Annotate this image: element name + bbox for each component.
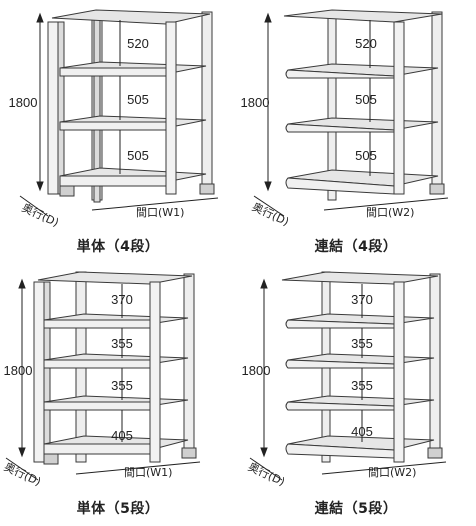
foot-right (429, 183, 445, 195)
width-label: 間口(W2) (368, 466, 416, 479)
foot-left (59, 185, 75, 197)
upright-front-right (165, 21, 177, 195)
gap-label-1: 370 (351, 292, 373, 307)
height-label: 1800 (241, 95, 270, 110)
width-label: 間口(W1) (124, 466, 172, 479)
upright-front-right (393, 21, 405, 195)
shelf-top (283, 9, 443, 23)
gap-label-2: 355 (351, 336, 373, 351)
panel-linked-5: 1800 370 355 355 405 奥行(D) 間口(W (238, 262, 476, 526)
gap-label-3: 355 (351, 378, 373, 393)
shelf-diagram-linked-4: 1800 520 505 505 奥行(D) 間口(W2) (241, 9, 449, 229)
gap-label-1: 520 (355, 36, 377, 51)
gap-label-4: 405 (111, 428, 133, 443)
foot-right (427, 447, 443, 459)
gap-label-3: 505 (127, 148, 149, 163)
gap-label-1: 370 (111, 292, 133, 307)
caption-linked-5: 連結（5段） (314, 501, 398, 517)
gap-label-4: 405 (351, 424, 373, 439)
caption-linked-4: 連結（4段） (314, 239, 398, 255)
shelf-top (281, 271, 439, 285)
panel-single-5: 1800 370 355 355 405 奥行(D (0, 262, 238, 526)
caption-single-4: 単体（4段） (76, 239, 160, 255)
panel-single-4: 1800 520 505 505 (0, 0, 238, 260)
caption-single-5: 単体（5段） (76, 501, 160, 517)
upright-front-right (393, 281, 405, 463)
shelf-diagram-single-4: 1800 520 505 505 (9, 9, 219, 229)
depth-label: 奥行(D) (2, 459, 43, 488)
height-label: 1800 (4, 363, 33, 378)
shelf-diagram-linked-5: 1800 370 355 355 405 奥行(D) 間口(W (242, 271, 447, 489)
gap-label-3: 355 (111, 378, 133, 393)
upright-back-right (183, 273, 195, 455)
gap-label-2: 505 (355, 92, 377, 107)
upright-back-right (431, 11, 443, 193)
upright-back-right (429, 273, 441, 455)
upright-back-right (201, 11, 213, 193)
depth-label: 奥行(D) (250, 199, 291, 228)
height-dimension (260, 278, 268, 458)
gap-label-1: 520 (127, 36, 149, 51)
gap-label-2: 505 (127, 92, 149, 107)
upright-front-left (33, 281, 45, 463)
gap-label-3: 505 (355, 148, 377, 163)
width-label: 間口(W2) (366, 206, 414, 219)
gap-label-2: 355 (111, 336, 133, 351)
panel-linked-4: 1800 520 505 505 奥行(D) 間口(W2) 連結（4段） (238, 0, 476, 260)
height-label: 1800 (9, 95, 38, 110)
depth-label: 奥行(D) (20, 200, 61, 229)
foot-right (181, 447, 197, 459)
shelf-diagram-single-5: 1800 370 355 355 405 奥行(D (2, 271, 201, 489)
height-dimension (36, 12, 44, 192)
shelf-top (37, 271, 193, 285)
height-dimension (18, 278, 26, 458)
depth-label: 奥行(D) (246, 459, 287, 488)
height-dimension (264, 12, 272, 192)
upright-front-right (149, 281, 161, 463)
height-label: 1800 (242, 363, 271, 378)
foot-right (199, 183, 215, 195)
upright-front-left (47, 21, 59, 195)
foot-left (43, 453, 59, 465)
width-label: 間口(W1) (136, 206, 184, 219)
shelf-top (51, 9, 211, 25)
